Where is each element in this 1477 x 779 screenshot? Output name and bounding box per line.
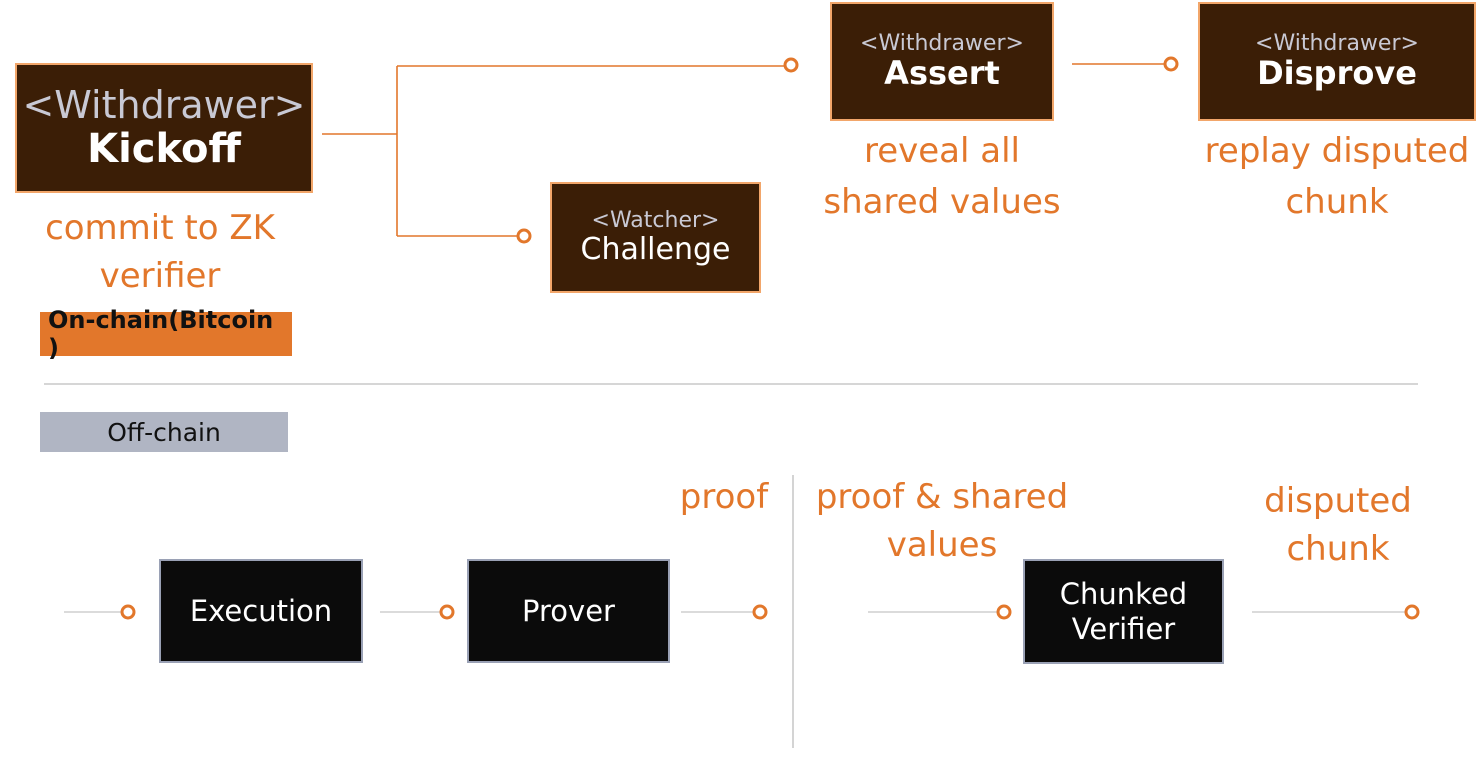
- assert-caption: reveal all shared values: [810, 126, 1074, 228]
- assert-box[interactable]: <Withdrawer> Assert: [830, 2, 1054, 121]
- disputed-line2: chunk: [1286, 528, 1390, 569]
- verifier-input-port: [996, 604, 1012, 620]
- challenge-input-port: [516, 228, 532, 244]
- kickoff-caption: commit to ZK verifier: [15, 205, 305, 300]
- assert-caption-line1: reveal all: [863, 131, 1020, 171]
- execution-label: Execution: [189, 593, 333, 628]
- proof-label: proof: [679, 477, 769, 517]
- disprove-caption-line2: chunk: [1285, 182, 1389, 222]
- challenge-box[interactable]: <Watcher> Challenge: [550, 182, 761, 293]
- prover-box[interactable]: Prover: [467, 559, 670, 663]
- kickoff-caption-line1: commit to ZK: [45, 208, 275, 248]
- kickoff-caption-line2: verifier: [99, 255, 221, 296]
- chunked-verifier-box[interactable]: Chunked Verifier: [1023, 559, 1224, 664]
- disputed-output-port: [1404, 604, 1420, 620]
- onchain-tag: On-chain(Bitcoin ): [40, 306, 292, 362]
- shared-values-line2: values: [886, 524, 998, 565]
- disprove-input-port: [1163, 56, 1179, 72]
- prover-label: Prover: [522, 593, 615, 628]
- kickoff-box[interactable]: <Withdrawer> Kickoff: [15, 63, 313, 193]
- disprove-role: <Withdrawer>: [1255, 30, 1419, 56]
- disputed-chunk-label: disputed chunk: [1238, 478, 1438, 573]
- disprove-caption: replay disputed chunk: [1198, 126, 1476, 228]
- proof-output-port: [752, 604, 768, 620]
- kickoff-role: <Withdrawer>: [22, 83, 306, 128]
- verifier-label-line1: Chunked: [1059, 576, 1188, 611]
- verifier-label-line2: Verifier: [1071, 611, 1176, 646]
- execution-box[interactable]: Execution: [159, 559, 363, 663]
- assert-caption-line2: shared values: [823, 182, 1061, 222]
- kickoff-action: Kickoff: [87, 125, 241, 172]
- disputed-line1: disputed: [1264, 481, 1412, 521]
- shared-values-line1: proof & shared: [815, 477, 1069, 517]
- prover-input-port: [439, 604, 455, 620]
- disprove-caption-line1: replay disputed: [1204, 131, 1470, 171]
- disprove-box[interactable]: <Withdrawer> Disprove: [1198, 2, 1476, 121]
- assert-role: <Withdrawer>: [860, 30, 1024, 56]
- assert-action: Assert: [884, 54, 1000, 92]
- shared-values-label: proof & shared values: [812, 474, 1072, 569]
- execution-input-port: [120, 604, 136, 620]
- challenge-role: <Watcher>: [591, 207, 720, 233]
- assert-input-port: [783, 57, 799, 73]
- offchain-tag: Off-chain: [40, 412, 288, 452]
- disprove-action: Disprove: [1257, 54, 1417, 92]
- challenge-action: Challenge: [580, 232, 731, 268]
